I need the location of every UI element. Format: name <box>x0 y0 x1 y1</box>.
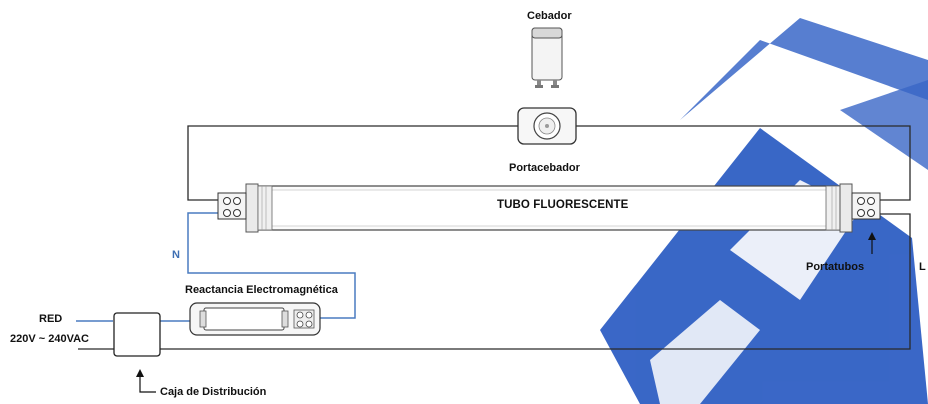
arrow-up-icon <box>868 232 876 254</box>
ballast-icon <box>189 302 321 336</box>
tube-holders-label: Portatubos <box>806 261 865 273</box>
starter-label: Cebador <box>527 10 572 22</box>
fluorescent-tube <box>245 183 853 233</box>
starter-icon <box>531 27 563 88</box>
tube-holder-icon <box>217 192 881 220</box>
ballast-label: Reactancia Electromagnética <box>185 284 338 296</box>
junction-box-label: Caja de Distribución <box>160 386 267 398</box>
starter-holder-icon <box>517 107 577 145</box>
junction-box-callout <box>136 369 156 393</box>
starter-holder-label: Portacebador <box>509 162 580 174</box>
tube-label: TUBO FLUORESCENTE <box>497 199 629 211</box>
neutral-label: N <box>172 249 180 261</box>
junction-box-icon <box>113 312 161 357</box>
voltage-label: 220V ~ 240VAC <box>10 333 89 345</box>
network-label: RED <box>39 313 63 325</box>
wires-black <box>78 125 911 350</box>
line-label: L <box>919 261 926 273</box>
